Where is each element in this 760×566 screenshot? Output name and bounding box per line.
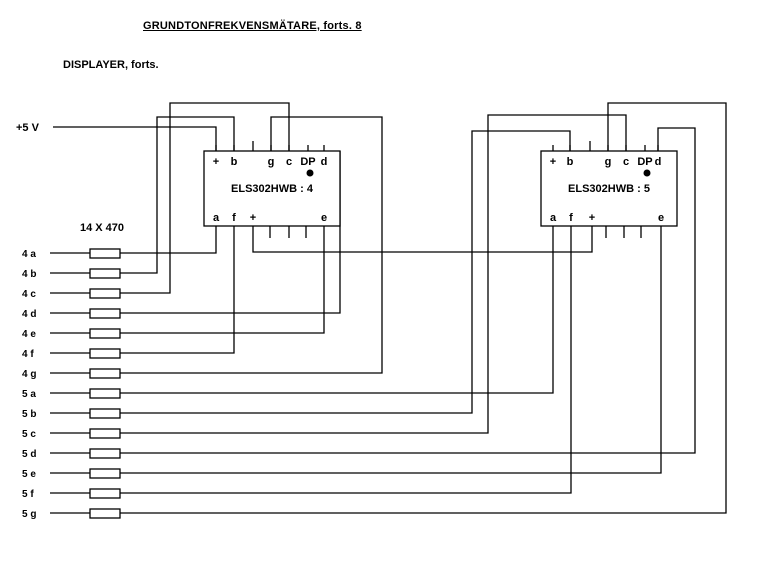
- display-part-label: ELS302HWB : 4: [231, 183, 314, 195]
- top-pin-label: DP: [300, 156, 315, 168]
- resistor: [89, 248, 121, 259]
- top-pin-label: b: [231, 156, 238, 168]
- resistor: [89, 288, 121, 299]
- input-label: 5 e: [22, 469, 36, 480]
- top-pin-label: +: [213, 156, 219, 168]
- wire-4g: [120, 116, 383, 374]
- input-label: 4 c: [22, 289, 36, 300]
- bottom-pin-label: f: [232, 212, 236, 224]
- input-label: 4 e: [22, 329, 36, 340]
- display-body: [203, 150, 341, 227]
- wiring: [53, 102, 727, 514]
- top-pin-label: g: [268, 156, 275, 168]
- page-title: GRUNDTONFREKVENSMÄTARE, forts. 8: [143, 20, 362, 32]
- wire-4b: [120, 116, 235, 274]
- input-label: 5 c: [22, 429, 36, 440]
- resistor: [89, 368, 121, 379]
- resistor: [89, 348, 121, 359]
- resistor: [89, 508, 121, 519]
- wire-5b: [120, 130, 571, 414]
- top-pin-label: c: [623, 156, 629, 168]
- input-label: 4 b: [22, 269, 36, 280]
- top-pin-label: g: [605, 156, 612, 168]
- wire-5g: [120, 102, 727, 514]
- bottom-pin-label: +: [250, 212, 256, 224]
- wire-5c: [120, 114, 627, 434]
- wire-4f: [120, 226, 235, 354]
- input-label: 4 g: [22, 369, 36, 380]
- decimal-point-dot: [643, 169, 651, 177]
- input-label: 5 g: [22, 509, 36, 520]
- top-pin-label: d: [321, 156, 328, 168]
- wire-4c: [120, 102, 290, 294]
- resistor: [89, 328, 121, 339]
- wire-common-plus: [252, 226, 593, 253]
- bottom-pin-label: +: [589, 212, 595, 224]
- input-label: 4 a: [22, 249, 36, 260]
- wire-5e: [120, 226, 662, 474]
- resistor-array-label: 14 X 470: [80, 222, 124, 234]
- input-label: 4 f: [22, 349, 34, 360]
- resistor: [89, 308, 121, 319]
- resistor: [89, 468, 121, 479]
- bottom-pin-label: f: [569, 212, 573, 224]
- top-pin-label: c: [286, 156, 292, 168]
- resistor: [89, 488, 121, 499]
- top-pin-label: +: [550, 156, 556, 168]
- wire-5d: [120, 127, 696, 454]
- wire-5f: [120, 226, 572, 494]
- input-rows: 4 a 4 b 4 c 4 d 4 e 4 f 4 g 5 a 5 b 5 c 5 d 5 e 5 f 5…: [22, 248, 121, 520]
- top-pin-label: DP: [637, 156, 652, 168]
- bottom-pin-label: e: [658, 212, 664, 224]
- bottom-pin-label: e: [321, 212, 327, 224]
- display-body: [540, 150, 678, 227]
- display-part-label: ELS302HWB : 5: [568, 183, 650, 195]
- resistor: [89, 408, 121, 419]
- section-subtitle: DISPLAYER, forts.: [63, 59, 159, 71]
- decimal-point-dot: [306, 169, 314, 177]
- bottom-pin-label: a: [550, 212, 557, 224]
- input-label: 5 a: [22, 389, 36, 400]
- resistor: [89, 268, 121, 279]
- input-label: 5 d: [22, 449, 36, 460]
- bottom-pin-label: a: [213, 212, 220, 224]
- resistor: [89, 428, 121, 439]
- input-label: 5 b: [22, 409, 36, 420]
- wire-supply: [53, 126, 217, 151]
- resistor: [89, 448, 121, 459]
- input-label: 4 d: [22, 309, 36, 320]
- top-pin-label: b: [567, 156, 574, 168]
- resistor: [89, 388, 121, 399]
- top-pin-label: d: [655, 156, 662, 168]
- wire-4e: [120, 226, 325, 334]
- input-label: 5 f: [22, 489, 34, 500]
- wire-4a: [120, 226, 217, 254]
- wire-5a: [120, 226, 554, 394]
- supply-label: +5 V: [16, 122, 40, 134]
